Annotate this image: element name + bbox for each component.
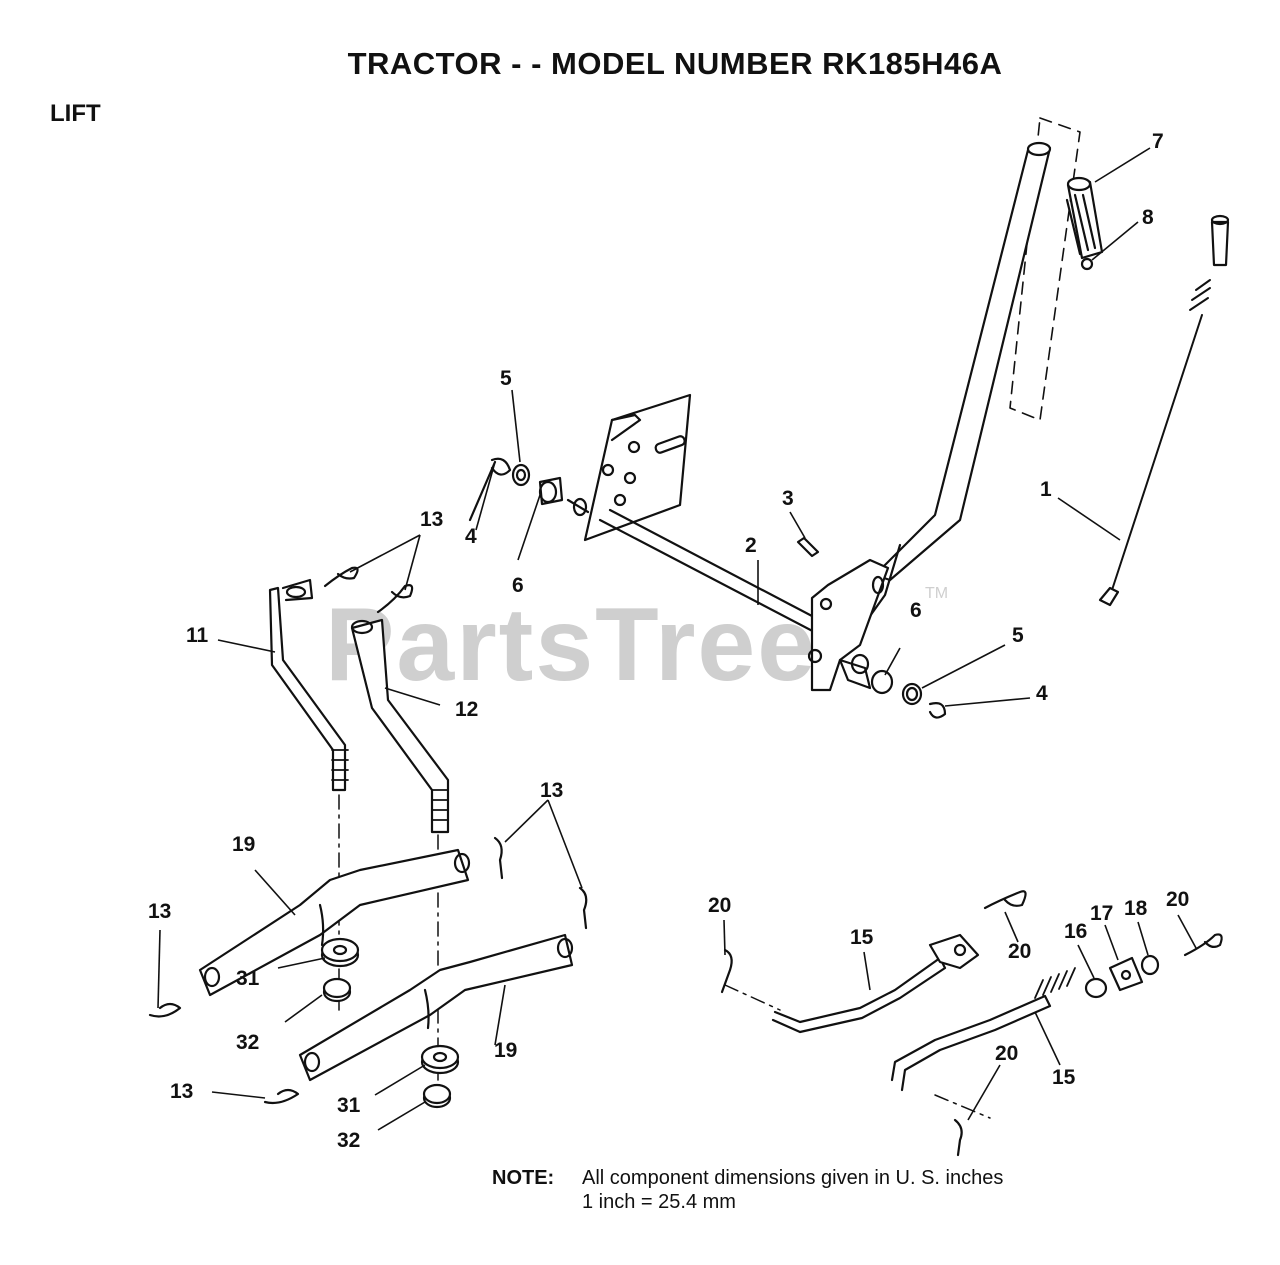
note-label: NOTE: (492, 1167, 555, 1189)
leader-lines (157, 147, 1197, 1131)
callout-8: 8 (1142, 206, 1154, 229)
left-shaft-hardware (468, 457, 564, 522)
callout-20-mid: 20 (1008, 940, 1031, 963)
callout-4-left: 4 (465, 525, 477, 548)
lift-link-11 (268, 578, 349, 792)
callout-20-left: 20 (708, 894, 731, 917)
callout-13-mid: 13 (540, 779, 563, 802)
section-label: LIFT (50, 100, 101, 127)
callout-32-upper: 32 (236, 1031, 259, 1054)
callout-6-right: 6 (910, 599, 922, 622)
diagram-title: TRACTOR - - MODEL NUMBER RK185H46A (347, 46, 1003, 81)
callout-20-bottom: 20 (995, 1042, 1018, 1065)
watermark-text: PartsTree (325, 587, 817, 703)
lift-arm-19-lower (298, 933, 574, 1082)
callout-17: 17 (1090, 902, 1113, 925)
callout-19-lower: 19 (494, 1039, 517, 1062)
callout-3: 3 (782, 487, 794, 510)
right-shaft-hardware (838, 653, 947, 719)
cross-shaft (566, 497, 852, 650)
callout-15-lower: 15 (1052, 1066, 1076, 1089)
callout-1: 1 (1040, 478, 1052, 501)
adjuster-rod-15-lower (890, 967, 1076, 1092)
note-line-2: 1 inch = 25.4 mm (582, 1191, 736, 1213)
callout-2: 2 (745, 534, 757, 557)
callout-labels: 7 8 1 5 3 2 4 6 13 11 12 6 5 4 13 19 13 … (148, 130, 1189, 1152)
callout-5-left: 5 (500, 367, 512, 390)
adjuster-rod-15-upper (771, 933, 980, 1034)
handle-extension-outline (1009, 117, 1081, 421)
dimension-note: NOTE: All component dimensions given in U… (492, 1166, 1003, 1214)
callout-32-lower: 32 (337, 1129, 360, 1152)
callout-7: 7 (1152, 130, 1164, 153)
callout-12: 12 (455, 698, 478, 721)
lift-rod (1098, 214, 1230, 607)
lift-link-12 (350, 618, 450, 834)
mounting-plate (583, 393, 692, 542)
note-line-1: All component dimensions given in U. S. … (582, 1167, 1004, 1189)
callout-31-upper: 31 (236, 967, 260, 990)
callout-6-left: 6 (512, 574, 524, 597)
watermark-tm: TM (925, 585, 948, 602)
hairpin-clips-lower (148, 836, 588, 1105)
callout-19-upper: 19 (232, 833, 255, 856)
callout-11: 11 (186, 624, 209, 647)
adjuster-hardware (1084, 954, 1160, 999)
callout-18: 18 (1124, 897, 1148, 920)
lift-arm-19-upper (198, 848, 471, 997)
callout-31-lower: 31 (337, 1094, 361, 1117)
callout-4-right: 4 (1036, 682, 1048, 705)
callout-16: 16 (1064, 920, 1087, 943)
cotter-pins (720, 890, 1223, 1157)
callout-13-top: 13 (420, 508, 443, 531)
callout-13-bottom: 13 (170, 1080, 193, 1103)
hairpin-clips-top (323, 566, 414, 614)
lever-bracket (807, 558, 890, 692)
shaft-key (796, 536, 820, 558)
callout-5-right: 5 (1012, 624, 1024, 647)
callout-13-left: 13 (148, 900, 171, 923)
callout-15-upper: 15 (850, 926, 874, 949)
spacers-and-nuts (320, 937, 460, 1109)
callout-20-right: 20 (1166, 888, 1189, 911)
